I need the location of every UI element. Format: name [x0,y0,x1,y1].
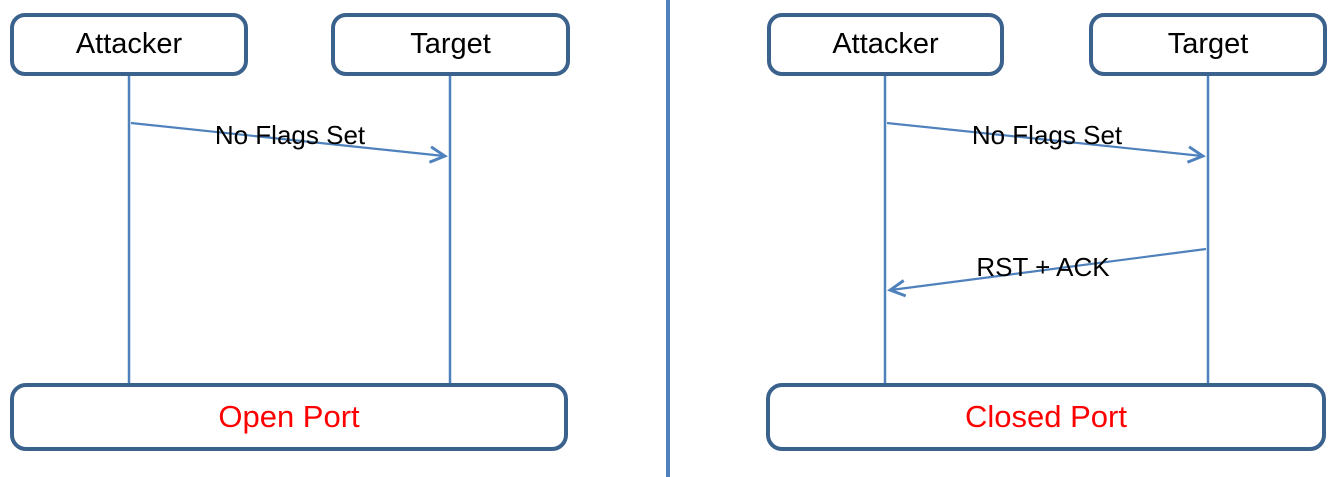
actor-label-attacker-left: Attacker [75,28,183,60]
message-label-rst-ack: RST + ACK [976,252,1110,282]
actor-box-target-left: Target [331,13,570,76]
result-box-closed-port: Closed Port [766,383,1326,451]
actor-label-target-right: Target [1167,28,1249,60]
message-label-no-flags-left: No Flags Set [214,120,366,150]
result-box-open-port: Open Port [10,383,568,451]
actor-box-attacker-right: Attacker [767,13,1004,76]
message-label-no-flags-right: No Flags Set [971,120,1123,150]
actor-box-target-right: Target [1089,13,1327,76]
actor-label-attacker-right: Attacker [832,28,939,60]
result-label-open-port: Open Port [218,399,360,434]
actor-box-attacker-left: Attacker [10,13,248,76]
actor-label-target-left: Target [410,28,491,60]
result-label-closed-port: Closed Port [965,399,1127,434]
